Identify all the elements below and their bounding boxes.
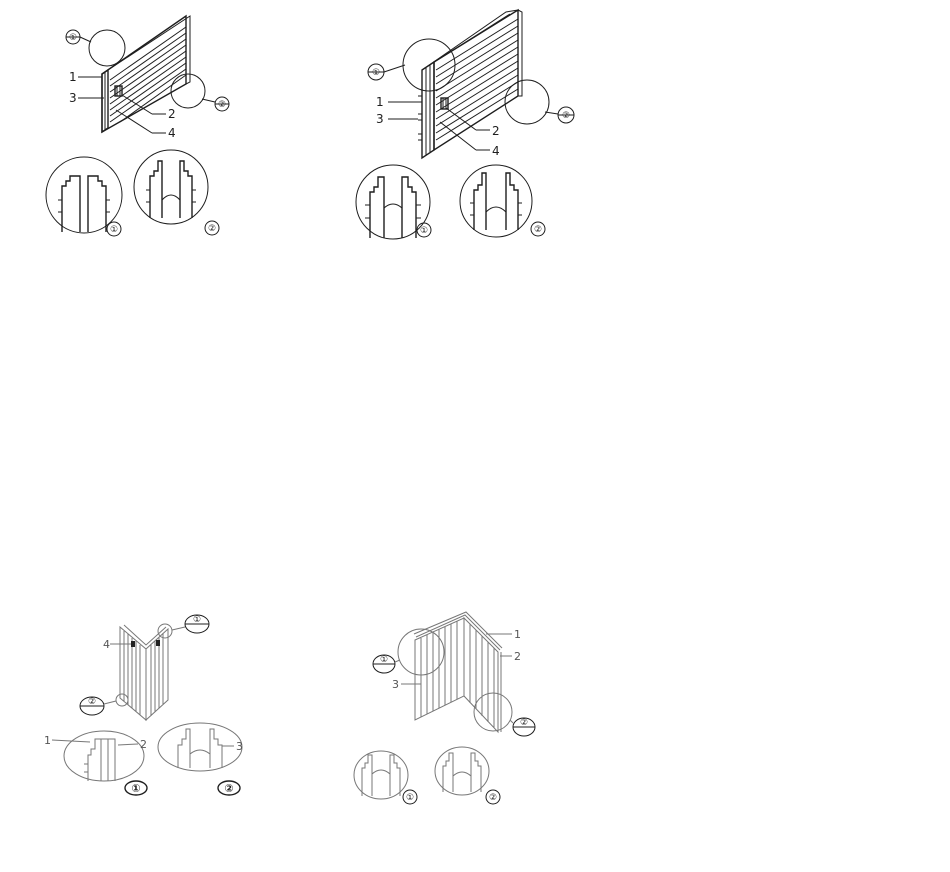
connector-right [156,640,160,646]
callout-tag-1: ① [65,29,92,45]
callout-tag-1: ① [367,63,406,81]
detail-view-1 [45,156,123,234]
callout-tag-2: ② [509,717,536,737]
detail-view-1 [63,730,145,782]
part-label-4: 4 [103,638,110,651]
callout-tag-1: ① [171,614,210,634]
callout-tag-1-text: ① [372,68,380,78]
callout-tag-2-text: ② [218,100,226,110]
detail-label-2: ② [534,225,542,235]
detail-view-2 [133,149,209,225]
callout-tag-2: ② [544,106,575,124]
callout-tag-2-text: ② [562,111,570,121]
detail-part-label-3: 3 [236,740,243,753]
detail-label-1: ① [131,782,140,795]
callout-tag-1-text: ① [193,615,201,625]
panel-bottom-right: ① ② 1 2 3 ① ② [353,611,536,805]
flat-panel-drawing-1 [101,14,191,134]
callout-circle-2 [170,73,206,109]
callout-tag-1: ① [372,654,401,674]
callout-tag-2-text: ② [88,697,96,707]
callout-tag-2: ② [79,696,117,716]
vertical-grooves-right [469,624,495,728]
detail-part-label-1: 1 [44,734,51,747]
callout-circle-2 [115,693,129,707]
detail-label-2: ② [224,782,233,795]
part-label-3: 3 [69,91,77,105]
part-label-1: 1 [514,628,521,641]
callout-circle-2 [504,79,550,125]
callout-tag-1-text: ① [69,33,77,43]
v-corner-drawing [119,624,169,722]
flat-panel-drawing-2 [418,8,523,160]
groove-lines-2 [435,18,519,141]
detail-label-1: ① [110,225,118,235]
callout-circle-2 [473,692,513,732]
part-label-1: 1 [69,70,77,84]
detail-view-1 [355,164,431,240]
callout-circle-1 [157,623,173,639]
detail-label-1: ① [406,793,414,803]
detail-view-2 [459,164,533,238]
detail-view-2 [157,722,243,772]
panel-top-right: ① ② 1 3 2 4 ① [355,8,575,240]
panel-top-left: ① ② 1 3 2 4 [45,14,230,237]
panel-bottom-left: ① ② 4 1 2 ① 3 [44,614,243,796]
callout-tag-1-text: ① [380,655,388,665]
connector-left [131,641,135,647]
detail-part-label-2: 2 [140,738,147,751]
callout-circle-1 [397,628,445,676]
detail-label-2: ② [208,224,216,234]
part-label-2: 2 [492,124,500,138]
part-label-3: 3 [376,112,384,126]
part-label-4: 4 [168,126,176,140]
callout-tag-2: ② [201,96,230,112]
callout-circle-1 [88,29,126,67]
part-label-2: 2 [514,650,521,663]
callout-tag-2-text: ② [520,718,528,728]
detail-view-1 [353,750,409,800]
part-label-1: 1 [376,95,384,109]
detail-label-2: ② [489,793,497,803]
vertical-grooves-left [123,631,141,715]
part-label-3: 3 [392,678,399,691]
detail-view-2 [434,746,490,796]
detail-label-1: ① [420,226,428,236]
part-label-2: 2 [168,107,176,121]
part-label-4: 4 [492,144,500,158]
callout-circle-1 [402,38,456,92]
vertical-grooves-right [150,633,164,716]
